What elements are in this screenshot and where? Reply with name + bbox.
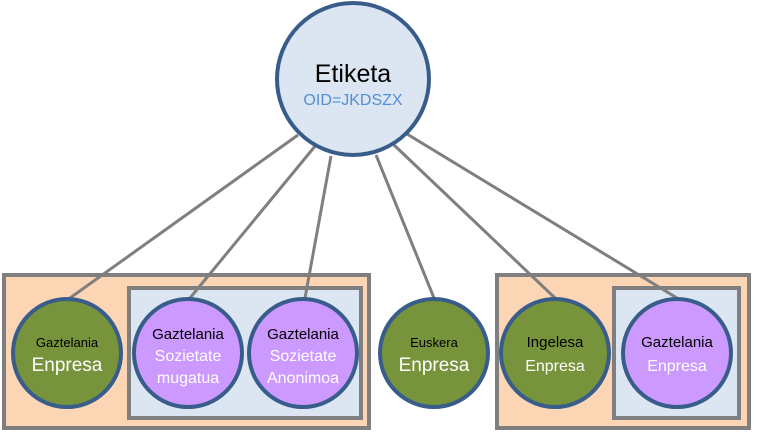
- node-label: Enpresa: [32, 355, 103, 376]
- node-circle: [247, 297, 359, 409]
- node-language: Euskera: [410, 335, 458, 350]
- node-label: Sozietate: [155, 348, 222, 365]
- node-language: Gaztelania: [641, 334, 713, 351]
- edge-root-n6: [406, 132, 678, 300]
- node-label: Enpresa: [399, 355, 470, 376]
- edge-root-n5: [392, 143, 557, 300]
- node-label: Anonimoa: [267, 370, 339, 387]
- edge-root-n3: [303, 155, 333, 299]
- node-circle: [378, 297, 490, 409]
- node-label: Sozietate: [270, 348, 337, 365]
- node-circle: [499, 297, 611, 409]
- node-label: Enpresa: [647, 358, 707, 375]
- root-node[interactable]: Etiketa OID=JKDSZX: [275, 1, 431, 157]
- node-label: Enpresa: [525, 358, 585, 375]
- edge-root-n1: [69, 133, 299, 300]
- root-circle: [275, 1, 431, 157]
- edges: [69, 132, 678, 300]
- node-language: Gaztelania: [267, 326, 339, 343]
- node-language: Gaztelania: [152, 326, 224, 343]
- node-language: Gaztelania: [36, 335, 99, 350]
- node-language: Ingelesa: [527, 334, 584, 351]
- root-oid: OID=JKDSZX: [303, 92, 402, 109]
- edge-root-n4: [374, 154, 436, 299]
- root-title: Etiketa: [315, 60, 392, 88]
- node-label: mugatua: [157, 370, 219, 387]
- edge-root-n2: [188, 144, 318, 299]
- node-circle: [132, 297, 244, 409]
- node-circle: [621, 297, 733, 409]
- node-circle: [11, 297, 123, 409]
